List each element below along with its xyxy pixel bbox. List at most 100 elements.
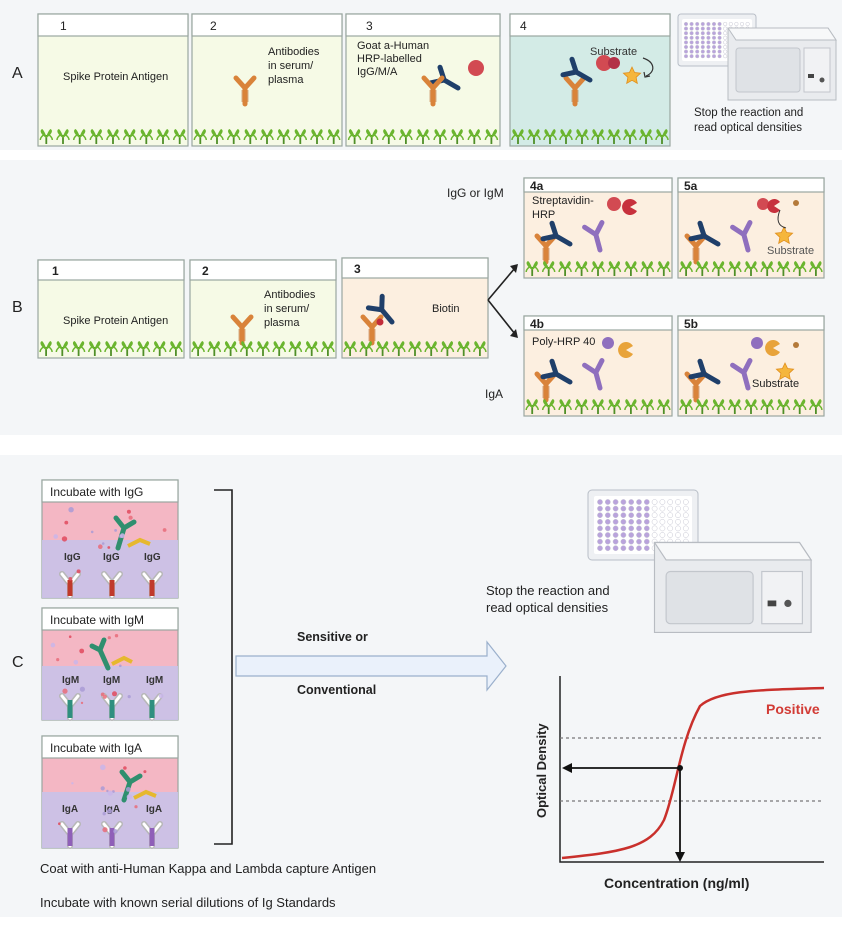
bubble xyxy=(112,691,117,697)
plate-well xyxy=(636,532,642,538)
bubble xyxy=(61,536,68,542)
plate-well xyxy=(700,40,705,45)
plate-well xyxy=(717,54,722,59)
plate-well xyxy=(711,49,717,54)
plate-well xyxy=(604,538,611,545)
bubble xyxy=(73,660,79,665)
bracket xyxy=(214,489,233,845)
plate-well xyxy=(706,44,711,50)
positive-curve xyxy=(561,686,825,860)
bubble xyxy=(100,764,106,771)
plate-well xyxy=(636,538,642,545)
section-c-label: C xyxy=(12,654,24,671)
plate-well xyxy=(700,21,705,27)
plate-well xyxy=(620,505,627,512)
plate-well xyxy=(695,35,700,40)
plate-well xyxy=(706,35,711,40)
chart-xlabel: Concentration (ng/ml) xyxy=(604,875,749,891)
plate-well xyxy=(689,40,694,45)
well-b4b-text: Poly-HRP 40 xyxy=(532,336,595,348)
well-b1-number: 1 xyxy=(52,264,59,278)
plate-well xyxy=(723,31,728,36)
plate-well xyxy=(728,21,733,27)
biotin-icon xyxy=(376,318,384,326)
well-c-igg-ab-3: IgG xyxy=(144,552,161,563)
well-a3-number: 3 xyxy=(366,19,373,33)
plate-well xyxy=(597,518,603,525)
plate-well xyxy=(643,512,650,519)
plate-well xyxy=(612,518,619,525)
plate-well xyxy=(597,525,603,532)
bubble xyxy=(79,686,85,692)
well-b4b: 4b Poly-HRP 40 xyxy=(523,315,673,417)
bubble xyxy=(102,694,107,699)
plate-well xyxy=(723,26,728,31)
plate-well xyxy=(620,532,627,538)
plate-well xyxy=(711,21,717,27)
well-a2-line-2: in serum/ xyxy=(268,60,314,72)
plate-well xyxy=(723,44,728,50)
plate-well xyxy=(695,54,700,59)
plate-well xyxy=(628,545,635,552)
bubble xyxy=(79,648,85,654)
plate-well xyxy=(604,525,611,532)
plate-well xyxy=(612,505,619,512)
well-c-iga-title: Incubate with IgA xyxy=(50,741,142,755)
plate-well xyxy=(651,525,658,532)
plate-well xyxy=(700,35,705,40)
plate-well xyxy=(717,35,722,40)
well-c-iga-ab-1: IgA xyxy=(62,804,78,815)
plate-well xyxy=(723,40,728,45)
plate-well xyxy=(604,505,611,512)
well-b2: 2 Antibodies in serum/ plasma xyxy=(189,259,337,359)
plate-well xyxy=(700,26,705,31)
plate-well xyxy=(683,21,689,27)
well-b5a-substrate: Substrate xyxy=(767,245,814,257)
well-c-igm: Incubate with IgM IgM IgM IgM xyxy=(41,607,179,720)
plate-well xyxy=(682,512,689,519)
plate-well xyxy=(683,40,689,45)
well-c-igg-title: Incubate with IgG xyxy=(50,485,143,499)
plate-well xyxy=(597,512,603,519)
plate-well xyxy=(689,26,694,31)
plate-well xyxy=(706,40,711,45)
plate-well xyxy=(711,26,717,31)
plate-well xyxy=(689,54,694,59)
plate-well xyxy=(620,538,627,545)
arrow-label-bottom: Conventional xyxy=(297,683,376,697)
plate-well xyxy=(651,512,658,519)
plate-well xyxy=(597,499,603,505)
plate-well xyxy=(745,21,750,27)
plate-well xyxy=(604,545,611,552)
plate-well xyxy=(689,44,694,50)
bubble xyxy=(56,658,60,662)
plate-well xyxy=(675,532,681,538)
plate-well xyxy=(620,525,627,532)
od-chart: Positive Optical Density Concentration (… xyxy=(534,676,825,891)
bubble xyxy=(100,786,105,791)
well-b4a-number: 4a xyxy=(530,179,544,193)
plate-well xyxy=(700,49,705,54)
well-b3: 3 Biotin xyxy=(341,257,489,359)
plate-well xyxy=(628,532,635,538)
plate-well xyxy=(659,518,666,525)
bubble xyxy=(98,544,103,549)
plate-well xyxy=(717,26,722,31)
bubbles xyxy=(50,507,167,834)
bubble xyxy=(158,693,164,699)
plate-well xyxy=(695,21,700,27)
plate-well xyxy=(683,49,689,54)
plate-well xyxy=(717,31,722,36)
plate-well xyxy=(717,40,722,45)
plate-well xyxy=(682,518,689,525)
bubble xyxy=(126,794,133,800)
plate-well xyxy=(706,31,711,36)
hrp-icon xyxy=(596,55,612,71)
bubble xyxy=(127,695,131,699)
bubble xyxy=(123,766,127,770)
plate-well xyxy=(689,21,694,27)
well-b2-line-1: Antibodies xyxy=(264,289,316,301)
plate-well xyxy=(689,49,694,54)
plate-well xyxy=(604,532,611,538)
